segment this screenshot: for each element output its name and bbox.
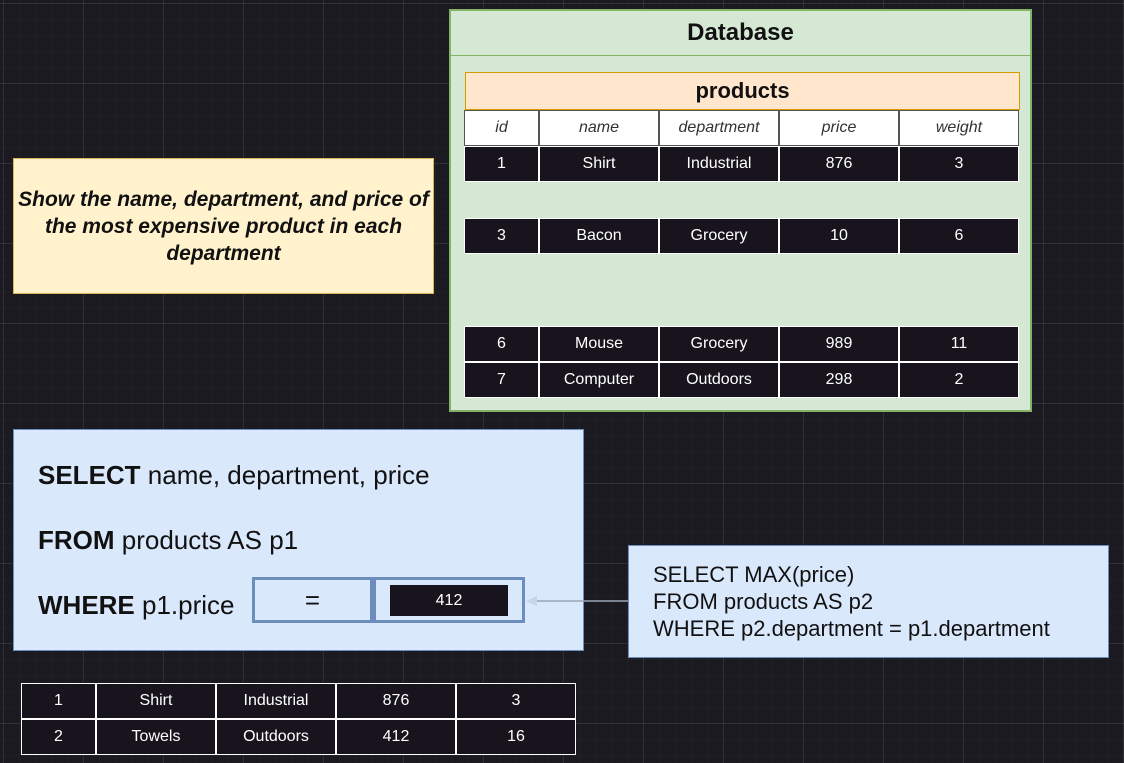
table-cell: 1 [464,146,539,182]
result-cell: 412 [336,719,456,755]
table-cell: Computer [539,362,659,398]
where-column: p1.price [134,590,235,620]
database-title: Database [451,11,1030,56]
column-header-weight: weight [899,110,1019,146]
table-cell: Grocery [659,218,779,254]
column-header-price: price [779,110,899,146]
arrow-head-icon [526,596,537,606]
table-cell: 298 [779,362,899,398]
table-cell: 10 [779,218,899,254]
result-cell: Shirt [96,683,216,719]
table-cell: 2 [899,362,1019,398]
products-table-title: products [465,72,1020,110]
question-note: Show the name, department, and price of … [13,158,434,294]
table-cell: Outdoors [659,362,779,398]
table-cell: Bacon [539,218,659,254]
column-header-department: department [659,110,779,146]
table-cell: Shirt [539,146,659,182]
result-cell: 16 [456,719,576,755]
where-line: WHERE p1.price [38,590,235,621]
table-cell: Mouse [539,326,659,362]
comparison-value-box: 412 [373,577,525,623]
column-header-name: name [539,110,659,146]
column-header-id: id [464,110,539,146]
table-cell: 6 [464,326,539,362]
from-keyword: FROM [38,525,115,555]
comparison-value: 412 [390,585,508,616]
table-cell: 11 [899,326,1019,362]
where-keyword: WHERE [38,590,135,620]
subquery-where-line: WHERE p2.department = p1.department [653,616,1050,641]
comparison-operator: = [252,577,373,623]
table-cell: 3 [464,218,539,254]
result-cell: Towels [96,719,216,755]
table-cell: 6 [899,218,1019,254]
result-cell: Industrial [216,683,336,719]
table-cell: 7 [464,362,539,398]
subquery-select-line: SELECT MAX(price) [653,562,855,587]
select-line: SELECT name, department, price [38,460,430,491]
subquery-box: SELECT MAX(price) FROM products AS p2 WH… [628,545,1109,658]
table-cell: 3 [899,146,1019,182]
select-keyword: SELECT [38,460,141,490]
result-cell: Outdoors [216,719,336,755]
from-line: FROM products AS p1 [38,525,298,556]
subquery-from-line: FROM products AS p2 [653,589,874,614]
table-cell: 876 [779,146,899,182]
result-cell: 3 [456,683,576,719]
table-cell: Grocery [659,326,779,362]
question-text: Show the name, department, and price of … [18,187,429,265]
result-cell: 2 [21,719,96,755]
from-table: products AS p1 [114,525,299,555]
select-columns: name, department, price [140,460,430,490]
result-cell: 876 [336,683,456,719]
table-cell: 989 [779,326,899,362]
result-cell: 1 [21,683,96,719]
table-cell: Industrial [659,146,779,182]
